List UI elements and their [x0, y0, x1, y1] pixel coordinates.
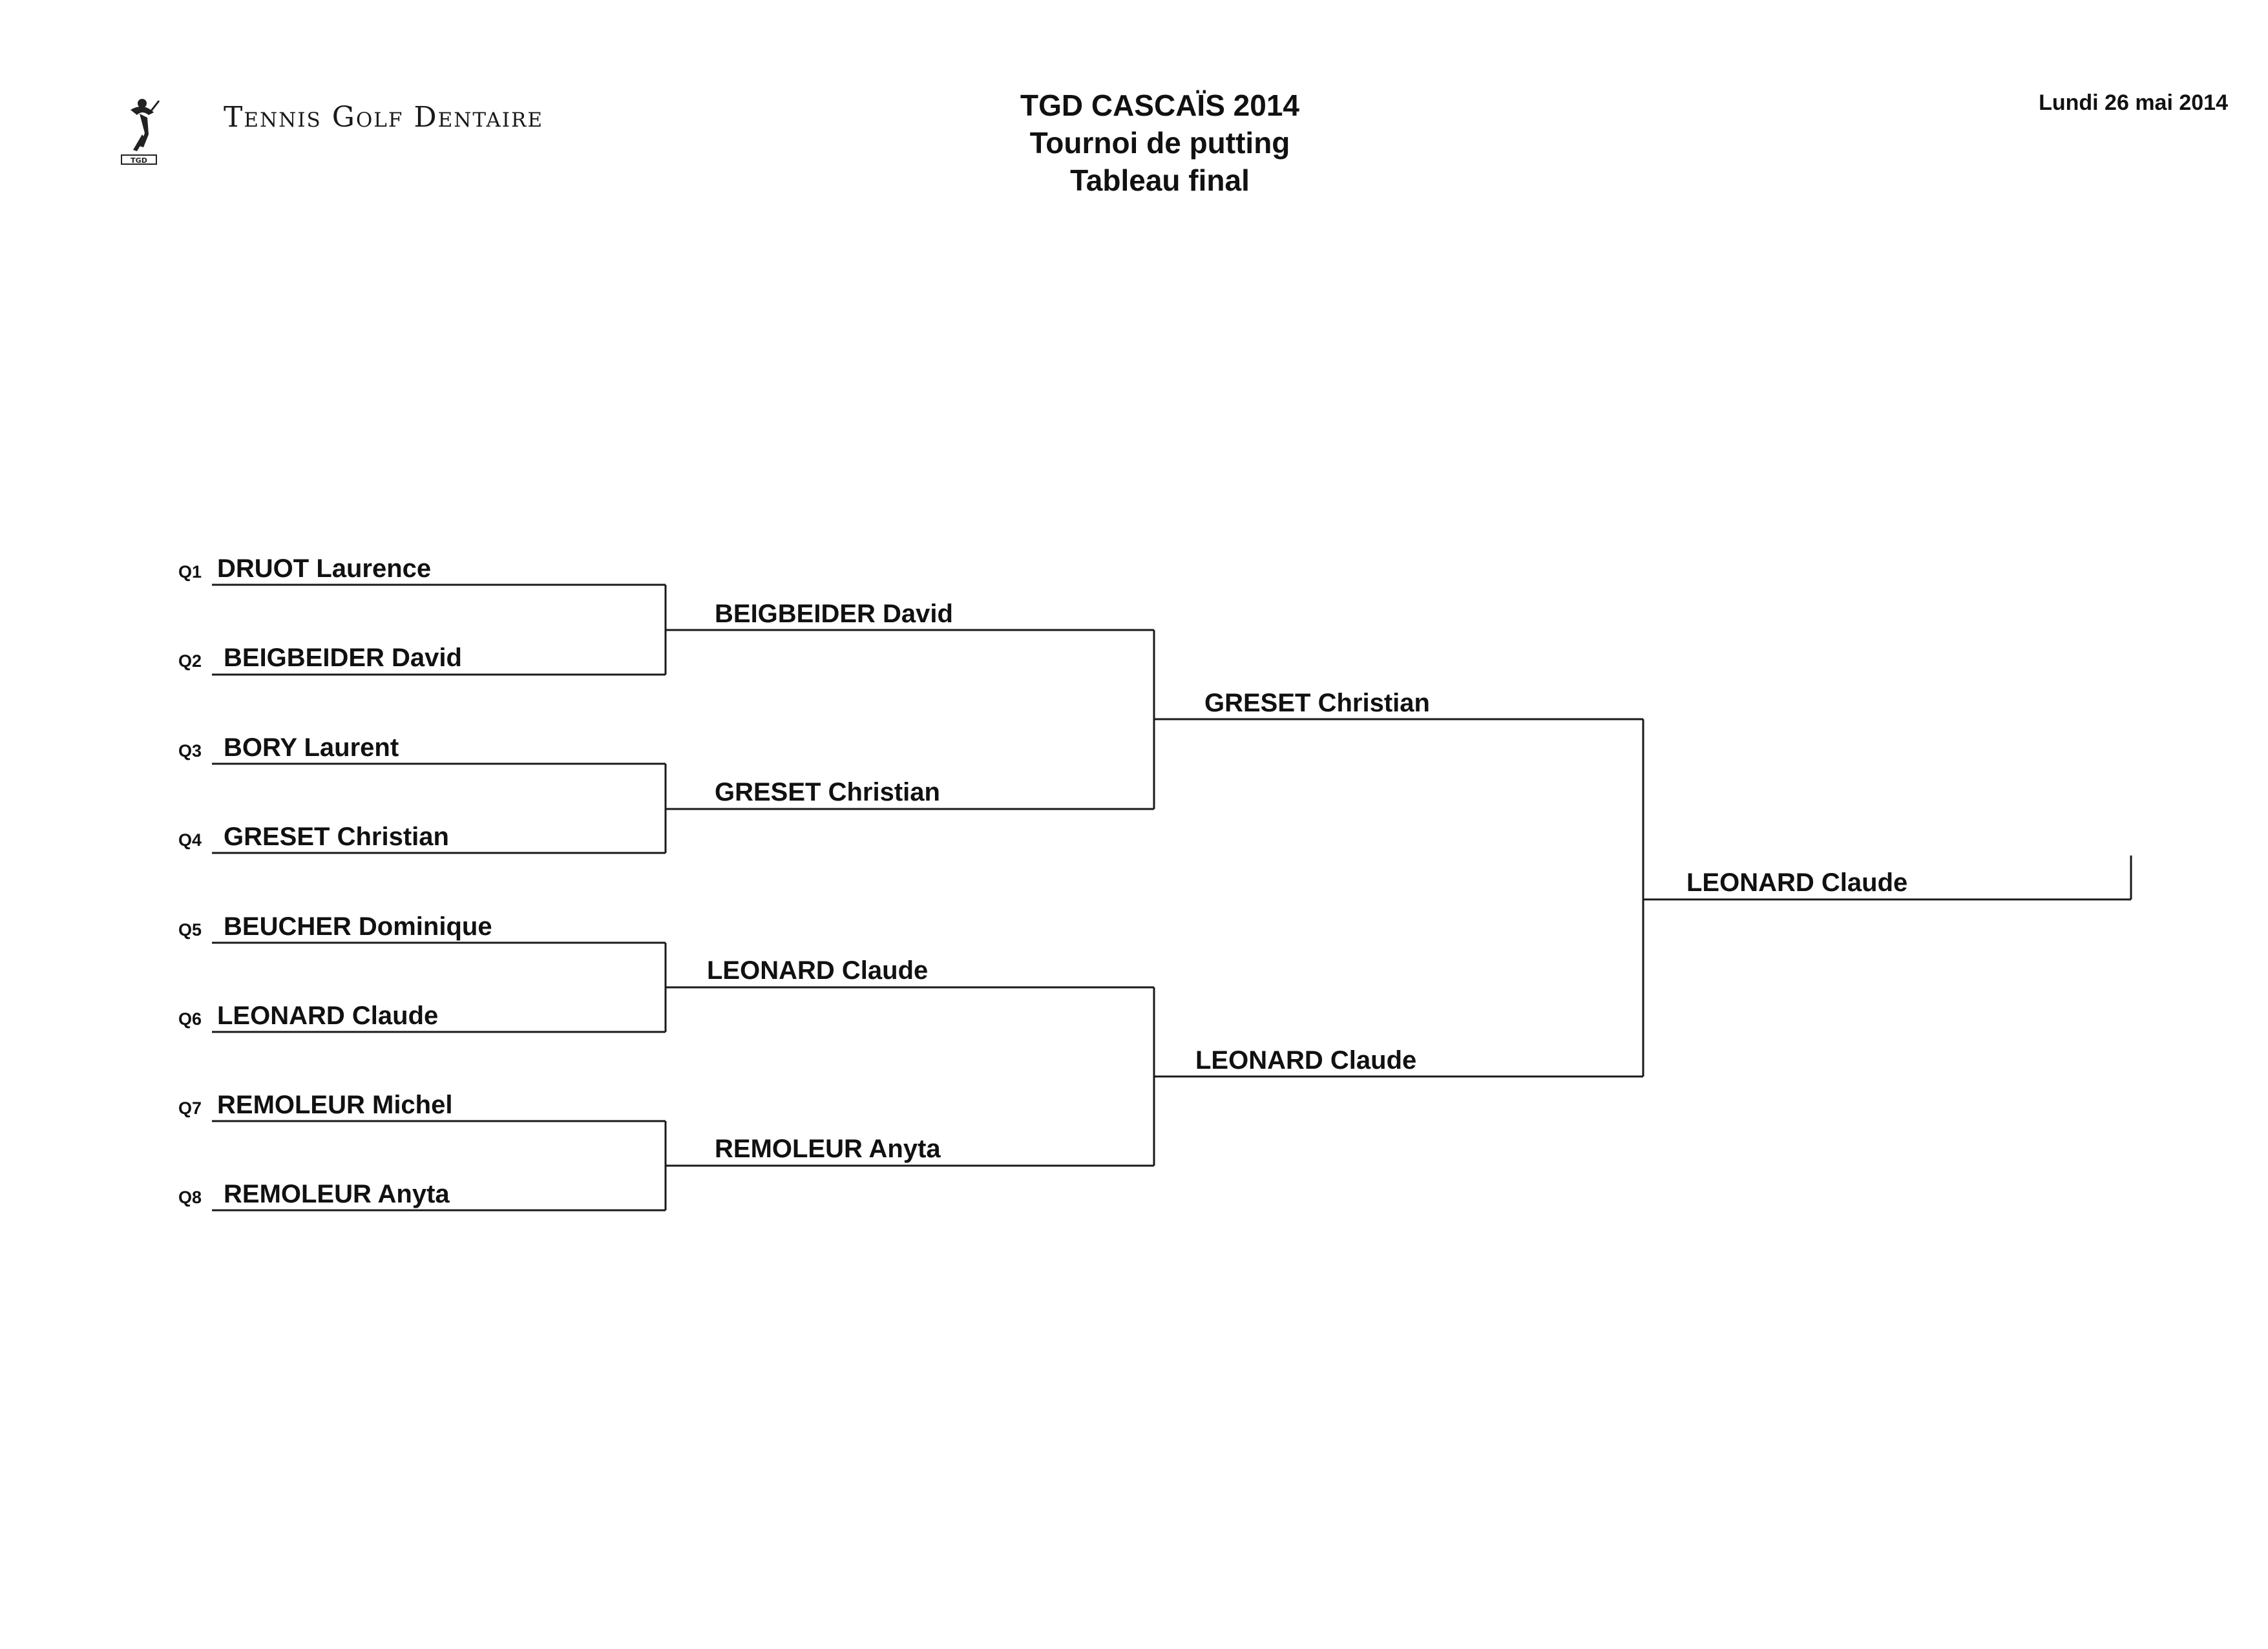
r1-player: REMOLEUR Michel [217, 1091, 453, 1119]
seed-label: Q7 [178, 1098, 202, 1118]
svg-text:TGD: TGD [131, 156, 147, 165]
title-block: TGD CASCAÏS 2014 Tournoi de putting Tabl… [940, 87, 1380, 199]
seed-label: Q3 [178, 741, 202, 761]
seed-label: Q5 [178, 920, 202, 940]
r2-player: LEONARD Claude [707, 956, 929, 985]
event-subtitle: Tournoi de putting [1029, 126, 1290, 160]
seed-label: Q6 [178, 1009, 202, 1029]
organization-name: Tennis Golf Dentaire [224, 101, 543, 134]
r2-player: BEIGBEIDER David [715, 600, 953, 628]
bracket-title: Tableau final [1070, 163, 1250, 197]
r1-player: REMOLEUR Anyta [224, 1180, 450, 1208]
seed-label: Q1 [178, 562, 202, 582]
r1-player: BEIGBEIDER David [224, 644, 462, 672]
r1-player: BORY Laurent [224, 733, 399, 762]
r1-player: GRESET Christian [224, 823, 449, 851]
seed-label: Q2 [178, 651, 202, 671]
event-date: Lundi 26 mai 2014 [2039, 90, 2228, 115]
seed-label: Q4 [178, 830, 202, 850]
r1-player: DRUOT Laurence [217, 554, 432, 583]
winner-player: LEONARD Claude [1686, 868, 1908, 897]
tgd-golfer-logo-icon: TGD [121, 99, 160, 165]
r1-player: BEUCHER Dominique [224, 912, 492, 941]
r2-player: GRESET Christian [715, 778, 940, 806]
r3-player: GRESET Christian [1204, 689, 1430, 717]
event-title: TGD CASCAÏS 2014 [1020, 89, 1299, 122]
r3-player: LEONARD Claude [1195, 1046, 1417, 1075]
r2-player: REMOLEUR Anyta [715, 1135, 941, 1163]
seed-label: Q8 [178, 1188, 202, 1207]
r1-player: LEONARD Claude [217, 1002, 439, 1030]
